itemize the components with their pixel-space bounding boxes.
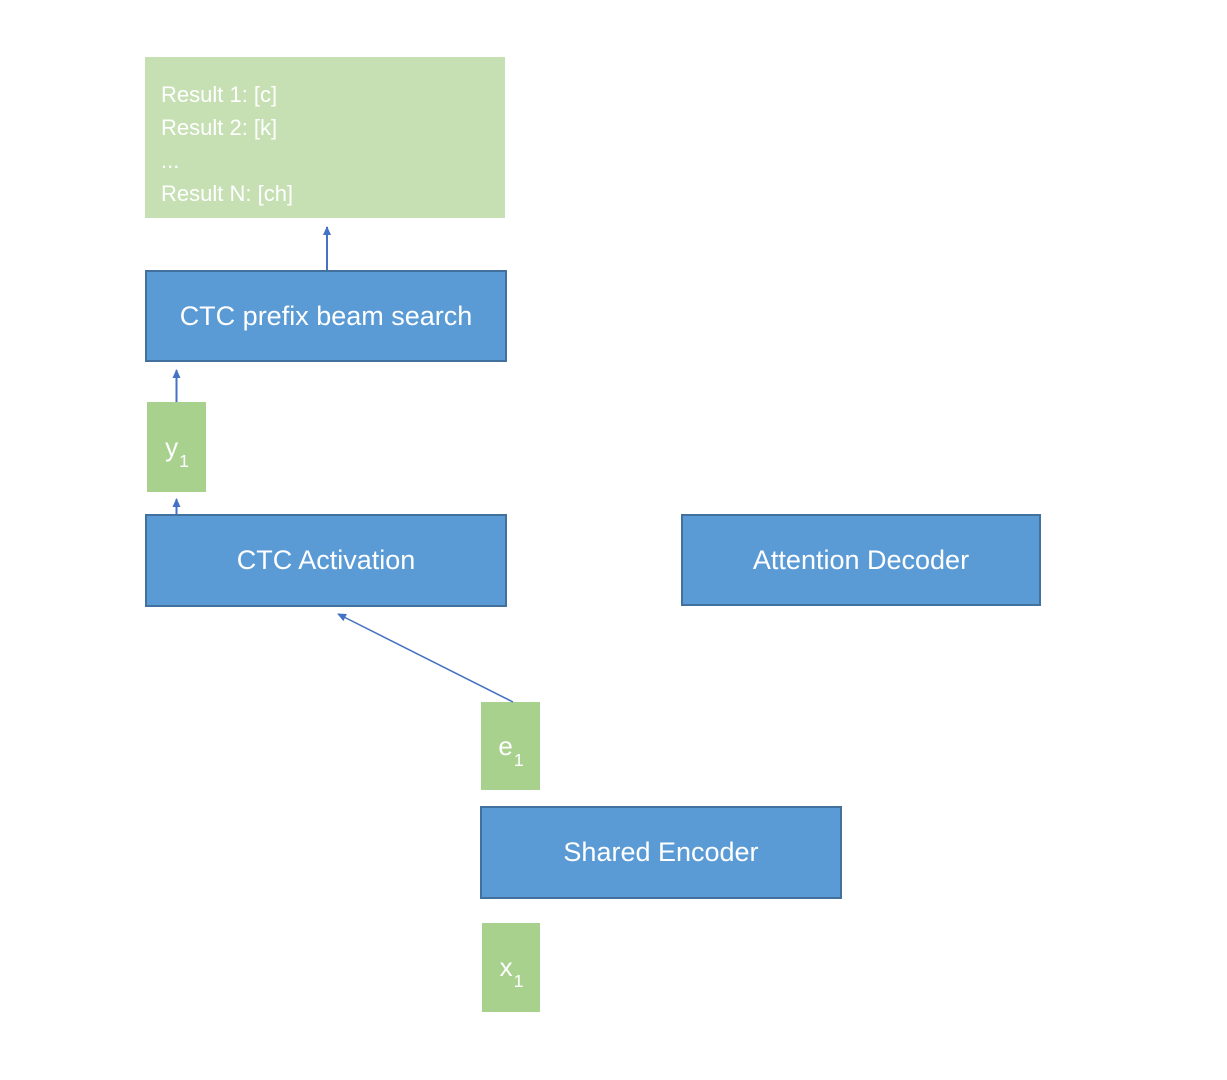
result-line-2: Result 2: [k]: [161, 115, 278, 140]
ctc-activation-label: CTC Activation: [236, 545, 416, 575]
x1-tensor-node: x1: [482, 923, 540, 1012]
arrow-e1-to-activation: [337, 613, 514, 703]
result-line-n: Result N: [ch]: [161, 181, 294, 206]
y1-subscript: 1: [179, 450, 189, 471]
ctc-activation-node: CTC Activation: [145, 514, 507, 607]
ctc-prefix-beam-search-label: CTC prefix beam search: [179, 300, 473, 331]
y1-tensor-node: y1: [147, 402, 206, 492]
shared-encoder-label: Shared Encoder: [563, 837, 759, 867]
result-line-1: Result 1: [c]: [161, 82, 278, 107]
e1-subscript: 1: [513, 749, 524, 770]
attention-decoder-label: Attention Decoder: [752, 544, 970, 575]
e1-label: e1: [498, 730, 524, 770]
results-box: Result 1: [c] Result 2: [k] ... Result N…: [145, 57, 505, 218]
e1-tensor-node: e1: [481, 702, 540, 790]
x1-label: x1: [499, 952, 524, 992]
shared-encoder-node: Shared Encoder: [480, 806, 842, 899]
x1-subscript: 1: [513, 971, 524, 992]
result-line-ellipsis: ...: [161, 148, 180, 173]
attention-decoder-node: Attention Decoder: [681, 514, 1041, 606]
y1-label: y1: [165, 431, 189, 471]
ctc-prefix-beam-search-node: CTC prefix beam search: [145, 270, 507, 362]
